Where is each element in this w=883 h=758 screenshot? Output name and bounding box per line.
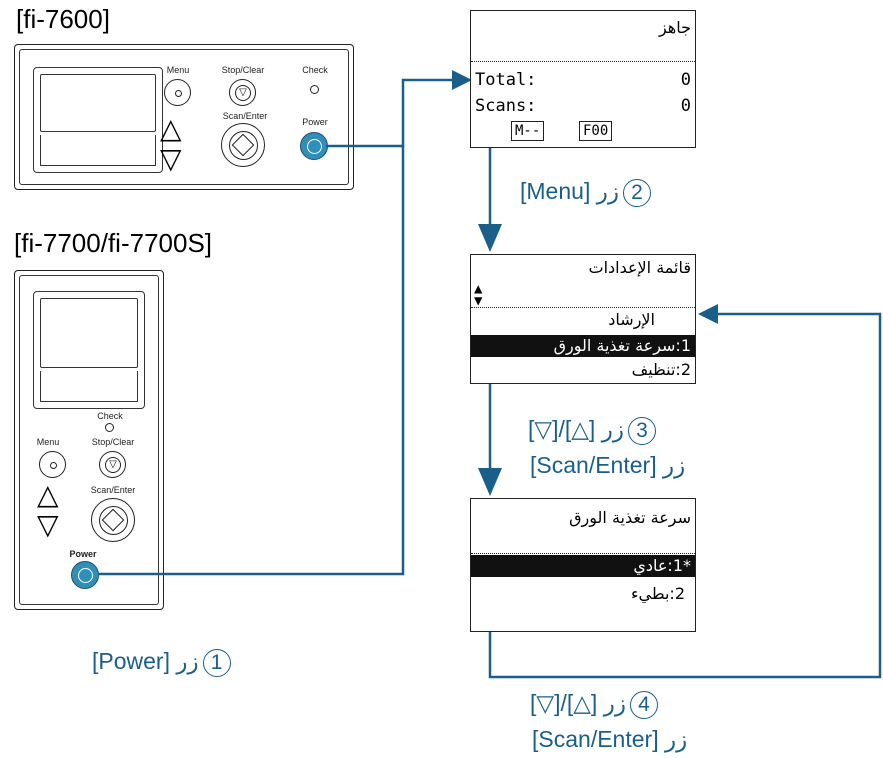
screen1-mode-badge: M--: [511, 121, 545, 141]
model-label-fi7700: [fi-7700/fi-7700S]: [14, 228, 213, 258]
scan-enter-label: Scan/Enter: [222, 111, 268, 121]
screen1-code-badge: F00: [579, 121, 613, 141]
screen2-item-2[interactable]: 2:تنظيف: [631, 360, 691, 379]
screen1-total: Total: 0: [475, 70, 691, 90]
screen2-guide: الإرشاد: [608, 310, 655, 329]
screen3-title: سرعة تغذية الورق: [569, 508, 691, 527]
up-arrow-button[interactable]: △: [160, 113, 182, 144]
scan-enter-button-2[interactable]: [91, 498, 135, 542]
screen1-status: جاهز: [658, 18, 691, 37]
lcd-window-2: [33, 291, 145, 409]
power-icon: [307, 139, 322, 154]
model-label-fi7600: [fi-7600]: [16, 4, 110, 34]
menu-button-2[interactable]: [39, 451, 66, 478]
scroll-arrows-icon: ▲▼: [474, 281, 483, 309]
stop-icon: ▽: [235, 85, 251, 101]
loop-connector: [488, 312, 882, 679]
lcd-window: [33, 67, 163, 173]
check-led-icon: [310, 85, 319, 94]
arrow-to-screen1: [452, 70, 472, 90]
screen2-title: قائمة الإعدادات: [588, 258, 691, 277]
scan-enter-button[interactable]: [221, 123, 265, 167]
power-connector: [326, 78, 452, 148]
screen1-scans: Scans: 0: [475, 96, 691, 116]
down-arrow-button-2[interactable]: ▽: [37, 509, 59, 540]
power-label: Power: [302, 117, 328, 127]
lcd-screen-ready: جاهز Total: 0 Scans: 0 M-- F00: [470, 10, 696, 148]
scan-enter-label-2: Scan/Enter: [90, 485, 136, 495]
stop-clear-button[interactable]: ▽: [229, 79, 256, 106]
screen3-item-2[interactable]: 2:بطيء: [630, 584, 685, 603]
menu-label: Menu: [166, 65, 190, 75]
step3-line2: زر [Scan/Enter]: [530, 452, 686, 478]
operator-panel-fi7700: Check Menu Stop/Clear ▽ Scan/Enter △ ▽ P…: [14, 270, 164, 610]
power-connector-2: [98, 146, 405, 576]
power-icon: [78, 568, 93, 583]
down-arrow-button[interactable]: ▽: [160, 143, 182, 174]
power-button-2[interactable]: [71, 561, 99, 589]
power-label-2: Power: [69, 549, 97, 559]
stop-clear-button-2[interactable]: ▽: [99, 451, 126, 478]
lcd-screen-paper-feed-speed: سرعة تغذية الورق *1:عادي 2:بطيء: [470, 498, 696, 632]
lcd-screen-settings-menu: قائمة الإعدادات ▲▼ الإرشاد 1:سرعة تغذية …: [470, 254, 696, 384]
step4-line1: 4زر [△]/[▽]: [530, 690, 662, 719]
power-button[interactable]: [300, 132, 328, 160]
menu-label-2: Menu: [36, 437, 60, 447]
check-label: Check: [302, 65, 328, 75]
check-label-2: Check: [97, 411, 123, 421]
step4-line2: زر [Scan/Enter]: [532, 726, 688, 752]
up-arrow-button-2[interactable]: △: [37, 479, 59, 510]
screen2-item-1[interactable]: 1:سرعة تغذية الورق: [471, 335, 695, 357]
stop-clear-label: Stop/Clear: [221, 65, 265, 75]
step3-line1: 3زر [△]/[▽]: [528, 416, 660, 445]
arrow-to-screen3: [478, 468, 502, 496]
menu-button[interactable]: [164, 79, 191, 106]
operator-panel-fi7600: Menu Stop/Clear ▽ Check Scan/Enter △ ▽ P…: [14, 44, 354, 190]
check-led-icon-2: [105, 423, 114, 432]
step2-label: 2زر [Menu]: [520, 178, 655, 207]
screen3-item-1[interactable]: *1:عادي: [471, 555, 695, 577]
arrow-to-screen2: [478, 224, 502, 252]
stop-icon: ▽: [105, 457, 121, 473]
stop-clear-label-2: Stop/Clear: [91, 437, 135, 447]
arrow-loop-back: [698, 304, 718, 324]
step1-label: 1زر [Power]: [92, 648, 235, 677]
